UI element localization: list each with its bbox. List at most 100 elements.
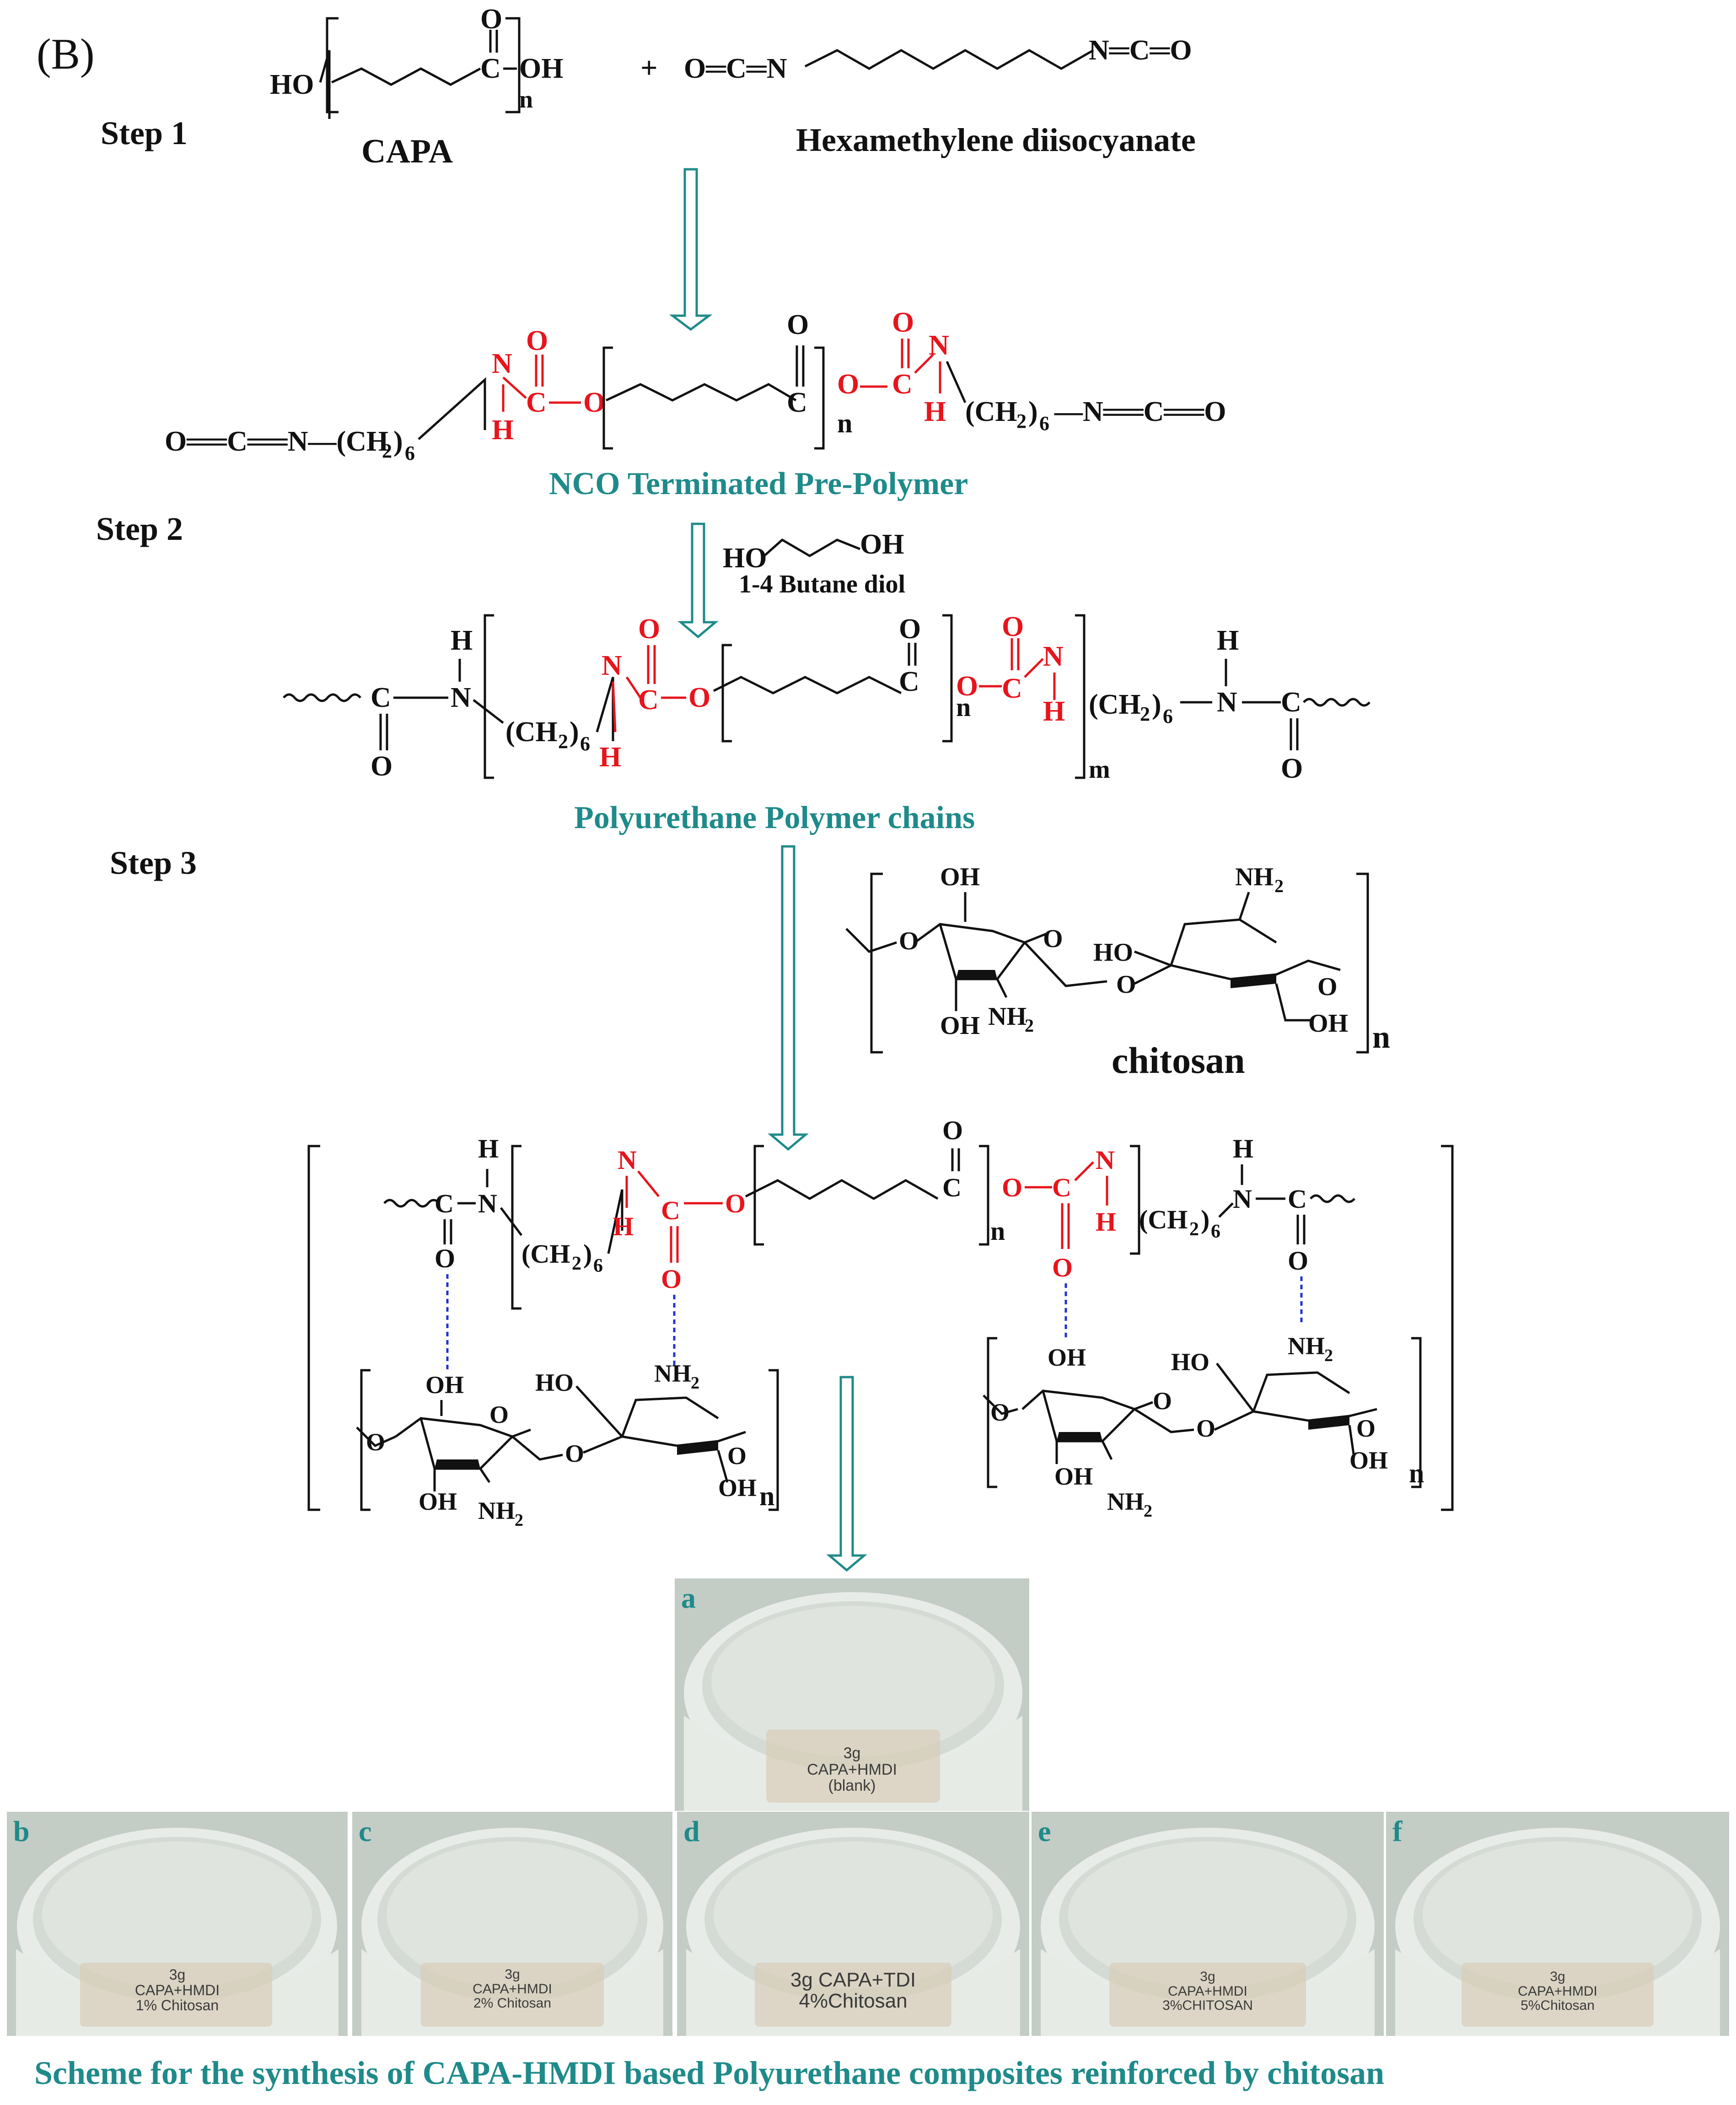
svg-text:(CH: (CH bbox=[965, 396, 1017, 427]
svg-text:2: 2 bbox=[382, 440, 392, 462]
svg-text:O: O bbox=[892, 307, 914, 338]
svg-text:C: C bbox=[892, 369, 913, 400]
svg-text:H: H bbox=[924, 396, 946, 427]
svg-text:H: H bbox=[478, 1134, 499, 1163]
label-line: 3g bbox=[843, 1744, 861, 1762]
svg-text:H: H bbox=[1233, 1134, 1253, 1163]
svg-text:(CH: (CH bbox=[521, 1239, 570, 1269]
svg-text:6: 6 bbox=[1211, 1221, 1220, 1242]
svg-text:C: C bbox=[899, 666, 919, 697]
photo-letter: b bbox=[13, 1815, 30, 1847]
svg-text:2: 2 bbox=[1016, 410, 1027, 432]
butanediol-name: 1-4 Butane diol bbox=[739, 570, 905, 598]
svg-text:): ) bbox=[1028, 396, 1038, 427]
svg-text:H: H bbox=[1096, 1207, 1116, 1237]
svg-text:O: O bbox=[1356, 1415, 1376, 1442]
svg-text:N: N bbox=[478, 1189, 497, 1218]
svg-text:m: m bbox=[1089, 755, 1110, 784]
svg-text:n: n bbox=[519, 86, 533, 113]
dish-image bbox=[677, 1812, 1029, 2036]
svg-text:O: O bbox=[489, 1401, 509, 1428]
svg-text:HO: HO bbox=[723, 543, 767, 574]
svg-text:OH: OH bbox=[425, 1371, 464, 1399]
svg-text:): ) bbox=[1201, 1205, 1209, 1234]
photo-letter: f bbox=[1392, 1815, 1403, 1847]
dish-image bbox=[1386, 1812, 1729, 2036]
svg-text:2: 2 bbox=[572, 1253, 581, 1274]
chitosan-structure: n O OH O OH NH 2 O HO NH 2 O OH bbox=[845, 863, 1390, 1055]
svg-text:O: O bbox=[1288, 1246, 1308, 1276]
svg-text:2: 2 bbox=[515, 1511, 523, 1530]
label-line: (blank) bbox=[828, 1777, 876, 1795]
svg-text:OH: OH bbox=[519, 53, 563, 84]
step1-label: Step 1 bbox=[101, 115, 188, 151]
sample-photo-e: e 3g CAPA+HMDI 3%CHITOSAN bbox=[1032, 1812, 1384, 2036]
svg-text:O: O bbox=[837, 369, 859, 400]
svg-text:n: n bbox=[837, 408, 852, 438]
scheme-caption: Scheme for the synthesis of CAPA-HMDI ba… bbox=[34, 2055, 1384, 2091]
svg-text:O: O bbox=[1281, 753, 1303, 784]
svg-text:OH: OH bbox=[1048, 1344, 1086, 1371]
svg-text:N: N bbox=[1233, 1184, 1252, 1214]
svg-text:): ) bbox=[1152, 689, 1161, 720]
capa-name: CAPA bbox=[361, 133, 453, 170]
svg-text:OH: OH bbox=[1349, 1447, 1388, 1474]
svg-text:n: n bbox=[1372, 1020, 1390, 1055]
svg-text:2: 2 bbox=[1274, 876, 1284, 896]
svg-text:N: N bbox=[1217, 687, 1237, 718]
svg-text:NH: NH bbox=[478, 1497, 515, 1524]
svg-text:C: C bbox=[942, 1173, 962, 1202]
svg-text:NH: NH bbox=[1235, 863, 1274, 891]
svg-text:O══C══N—(CH: O══C══N—(CH bbox=[165, 426, 388, 457]
panel-label: (B) bbox=[37, 30, 95, 78]
prepolymer-structure: O══C══N—(CH 2 ) 6 N H C O O C O n O C O … bbox=[165, 307, 1226, 464]
svg-text:6: 6 bbox=[1163, 705, 1173, 727]
svg-text:2: 2 bbox=[1140, 703, 1150, 725]
sample-photo-f: f 3g CAPA+HMDI 5%Chitosan bbox=[1386, 1812, 1729, 2036]
svg-text:O: O bbox=[1116, 970, 1136, 999]
label-line: 2% Chitosan bbox=[473, 1996, 552, 2011]
svg-text:C: C bbox=[1052, 1173, 1071, 1202]
svg-text:2: 2 bbox=[558, 730, 568, 753]
svg-text:O: O bbox=[1317, 973, 1338, 1001]
svg-text:O: O bbox=[661, 1264, 682, 1294]
svg-text:OH: OH bbox=[940, 1012, 980, 1040]
svg-text:N: N bbox=[1043, 641, 1064, 672]
svg-text:6: 6 bbox=[580, 732, 590, 755]
svg-text:N: N bbox=[492, 348, 512, 379]
svg-text:C: C bbox=[435, 1189, 454, 1218]
svg-text:H: H bbox=[1043, 696, 1065, 727]
svg-text:O═C═N: O═C═N bbox=[684, 53, 787, 84]
svg-text:NH: NH bbox=[1107, 1488, 1144, 1515]
svg-text:O: O bbox=[480, 4, 502, 35]
svg-text:OH: OH bbox=[419, 1488, 457, 1515]
svg-text:O: O bbox=[725, 1189, 746, 1218]
svg-text:n: n bbox=[759, 1481, 774, 1511]
svg-text:N: N bbox=[451, 682, 471, 713]
svg-text:n: n bbox=[1409, 1458, 1424, 1488]
svg-text:O: O bbox=[526, 325, 548, 356]
svg-text:H: H bbox=[492, 415, 514, 446]
svg-text:2: 2 bbox=[691, 1373, 699, 1393]
dish-image bbox=[7, 1812, 348, 2036]
dish-image bbox=[352, 1812, 672, 2036]
label-line: 4%Chitosan bbox=[799, 1990, 908, 2013]
svg-text:HO: HO bbox=[1093, 938, 1133, 967]
dish-label: 3g CAPA+HMDI (blank) bbox=[807, 1745, 897, 1794]
svg-text:C: C bbox=[371, 682, 391, 713]
svg-text:O: O bbox=[1002, 1173, 1022, 1202]
sample-photo-b: b 3g CAPA+HMDI 1% Chitosan bbox=[7, 1812, 348, 2036]
svg-text:O: O bbox=[371, 751, 392, 782]
capa-structure: HO C O OH n bbox=[270, 4, 563, 119]
label-line: CAPA+HMDI bbox=[1518, 1983, 1597, 1999]
svg-text:n: n bbox=[956, 692, 971, 722]
dish-label: 3g CAPA+HMDI 5%Chitosan bbox=[1518, 1970, 1597, 2013]
dish-image bbox=[1032, 1812, 1384, 2036]
svg-text:O: O bbox=[688, 682, 710, 713]
svg-text:2: 2 bbox=[1324, 1346, 1333, 1365]
svg-text:O: O bbox=[899, 614, 921, 645]
dish-label: 3g CAPA+TDI 4%Chitosan bbox=[790, 1969, 916, 2013]
svg-text:NH: NH bbox=[1288, 1332, 1325, 1360]
label-line: CAPA+HMDI bbox=[134, 1981, 220, 1998]
